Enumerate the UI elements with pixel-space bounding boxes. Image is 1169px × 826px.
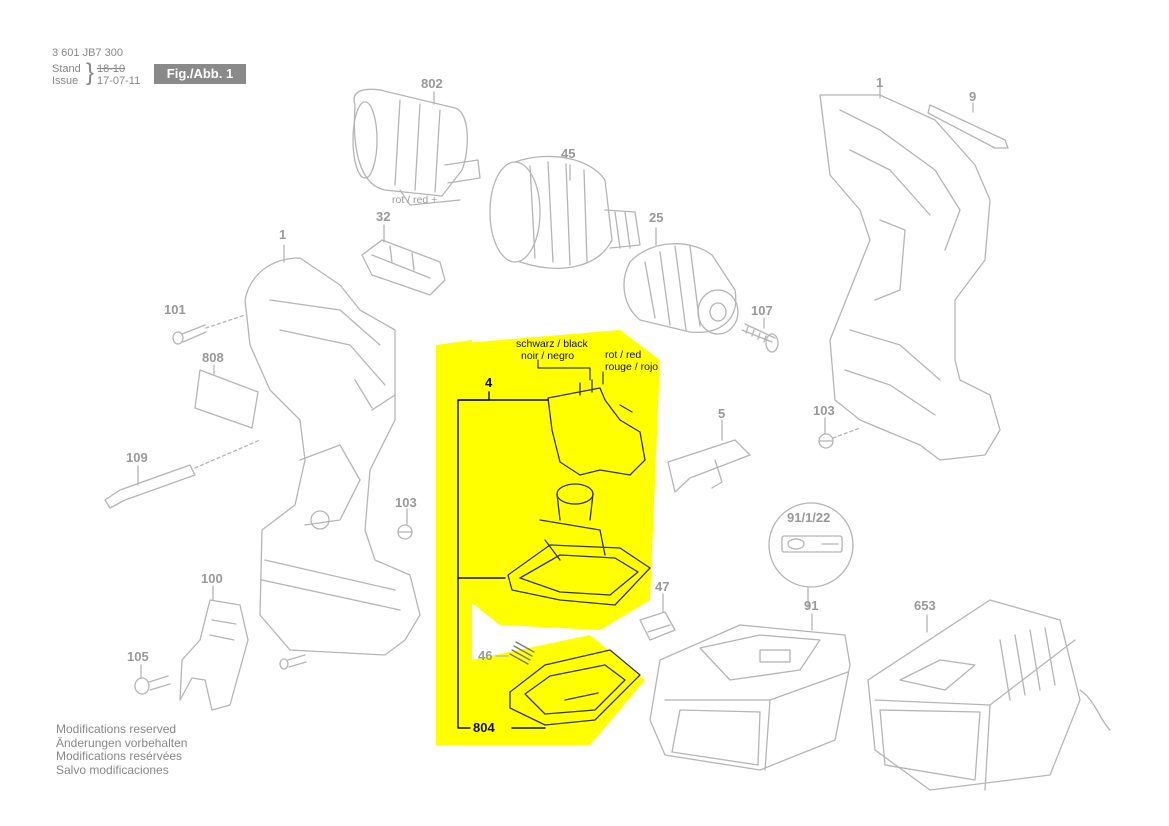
charger-653-drawing: [867, 599, 1111, 791]
black-wire-note-line2: noir / negro: [521, 350, 575, 362]
modifications-notice: Modifications reserved Änderungen vorbeh…: [56, 722, 188, 777]
switch-4-drawing: [507, 379, 651, 606]
label-circle-91-1-22-drawing: [768, 502, 854, 609]
part-label-808: 808: [202, 350, 224, 365]
motor-wire-note: rot / red +: [392, 194, 438, 206]
screw-105-drawing: [134, 675, 171, 695]
old-date: 18-10: [97, 63, 126, 75]
plate-highlight: [472, 635, 645, 745]
assembly-bracket: [457, 391, 549, 729]
part-label-1-left: 1: [279, 227, 287, 242]
leader-lines: [137, 84, 974, 679]
part-label-107: 107: [751, 303, 773, 318]
issue-label: Issue: [52, 75, 79, 87]
figure-badge: Fig./Abb. 1: [154, 64, 246, 84]
part-label-105: 105: [127, 649, 149, 664]
part-label-100: 100: [201, 571, 223, 586]
nut-103-left-drawing: [397, 524, 413, 540]
part-label-653: 653: [914, 598, 936, 613]
belt-clip-100-drawing: [179, 599, 249, 711]
highlight-strip: [436, 340, 472, 745]
part-label-91: 91: [804, 598, 819, 613]
part-label-47: 47: [655, 579, 670, 594]
new-date: 17-07-11: [97, 75, 141, 87]
screw-near-handle-drawing: [279, 654, 307, 670]
brush-holder-32-drawing: [361, 239, 446, 296]
part-label-25: 25: [649, 210, 664, 225]
bit-109-drawing: [104, 439, 261, 509]
part-label-1-right: 1: [876, 75, 884, 90]
label-808-drawing: [194, 369, 259, 429]
part-label-32: 32: [376, 209, 391, 224]
part-label-109: 109: [126, 450, 148, 465]
part-label-103-left: 103: [395, 495, 417, 510]
modifications-line-es: Salvo modificaciones: [56, 762, 169, 777]
part-label-91-1-22: 91/1/22: [787, 510, 831, 525]
motor-802-drawing: [352, 88, 481, 206]
chuck-25-drawing: [623, 243, 739, 335]
doc-number: 3 601 JB7 300: [52, 47, 123, 59]
black-wire-note-line1: schwarz / black: [516, 338, 588, 350]
gearbox-45-drawing: [489, 155, 641, 269]
left-housing-drawing: [244, 257, 421, 656]
modifications-line-fr: Modifications resérvées: [56, 749, 183, 763]
cover-5-drawing: [667, 439, 751, 493]
stand-label: Stand: [52, 63, 81, 75]
modifications-line-de: Änderungen vorbehalten: [56, 735, 188, 750]
switch-assembly-highlight: [440, 330, 660, 630]
screw-101-drawing: [172, 314, 246, 345]
part-label-802: 802: [421, 76, 443, 91]
battery-91-drawing: [649, 624, 851, 771]
right-housing-drawing: [819, 94, 1001, 461]
red-wire-note-line1: rot / red: [605, 349, 642, 361]
plate-804-drawing: [509, 649, 641, 726]
screw-107-drawing: [741, 323, 779, 353]
spring-46-drawing: [509, 641, 535, 665]
part-label-46: 46: [478, 648, 493, 663]
part-label-45: 45: [561, 146, 576, 161]
red-wire-note-line2: rouge / rojo: [605, 361, 659, 373]
wire-callouts: [537, 359, 604, 385]
part-label-5: 5: [718, 406, 726, 421]
modifications-line-en: Modifications reserved: [56, 722, 177, 736]
part-label-101: 101: [164, 302, 186, 317]
nut-103-right-drawing: [818, 427, 861, 449]
part-label-9: 9: [969, 89, 977, 104]
part-label-103-right: 103: [813, 403, 835, 418]
part-label-804: 804: [473, 720, 495, 735]
part-47-drawing: [639, 611, 676, 641]
brace-glyph: }: [86, 59, 95, 86]
part-label-4: 4: [485, 375, 493, 390]
strip-9-drawing: [927, 104, 1009, 149]
